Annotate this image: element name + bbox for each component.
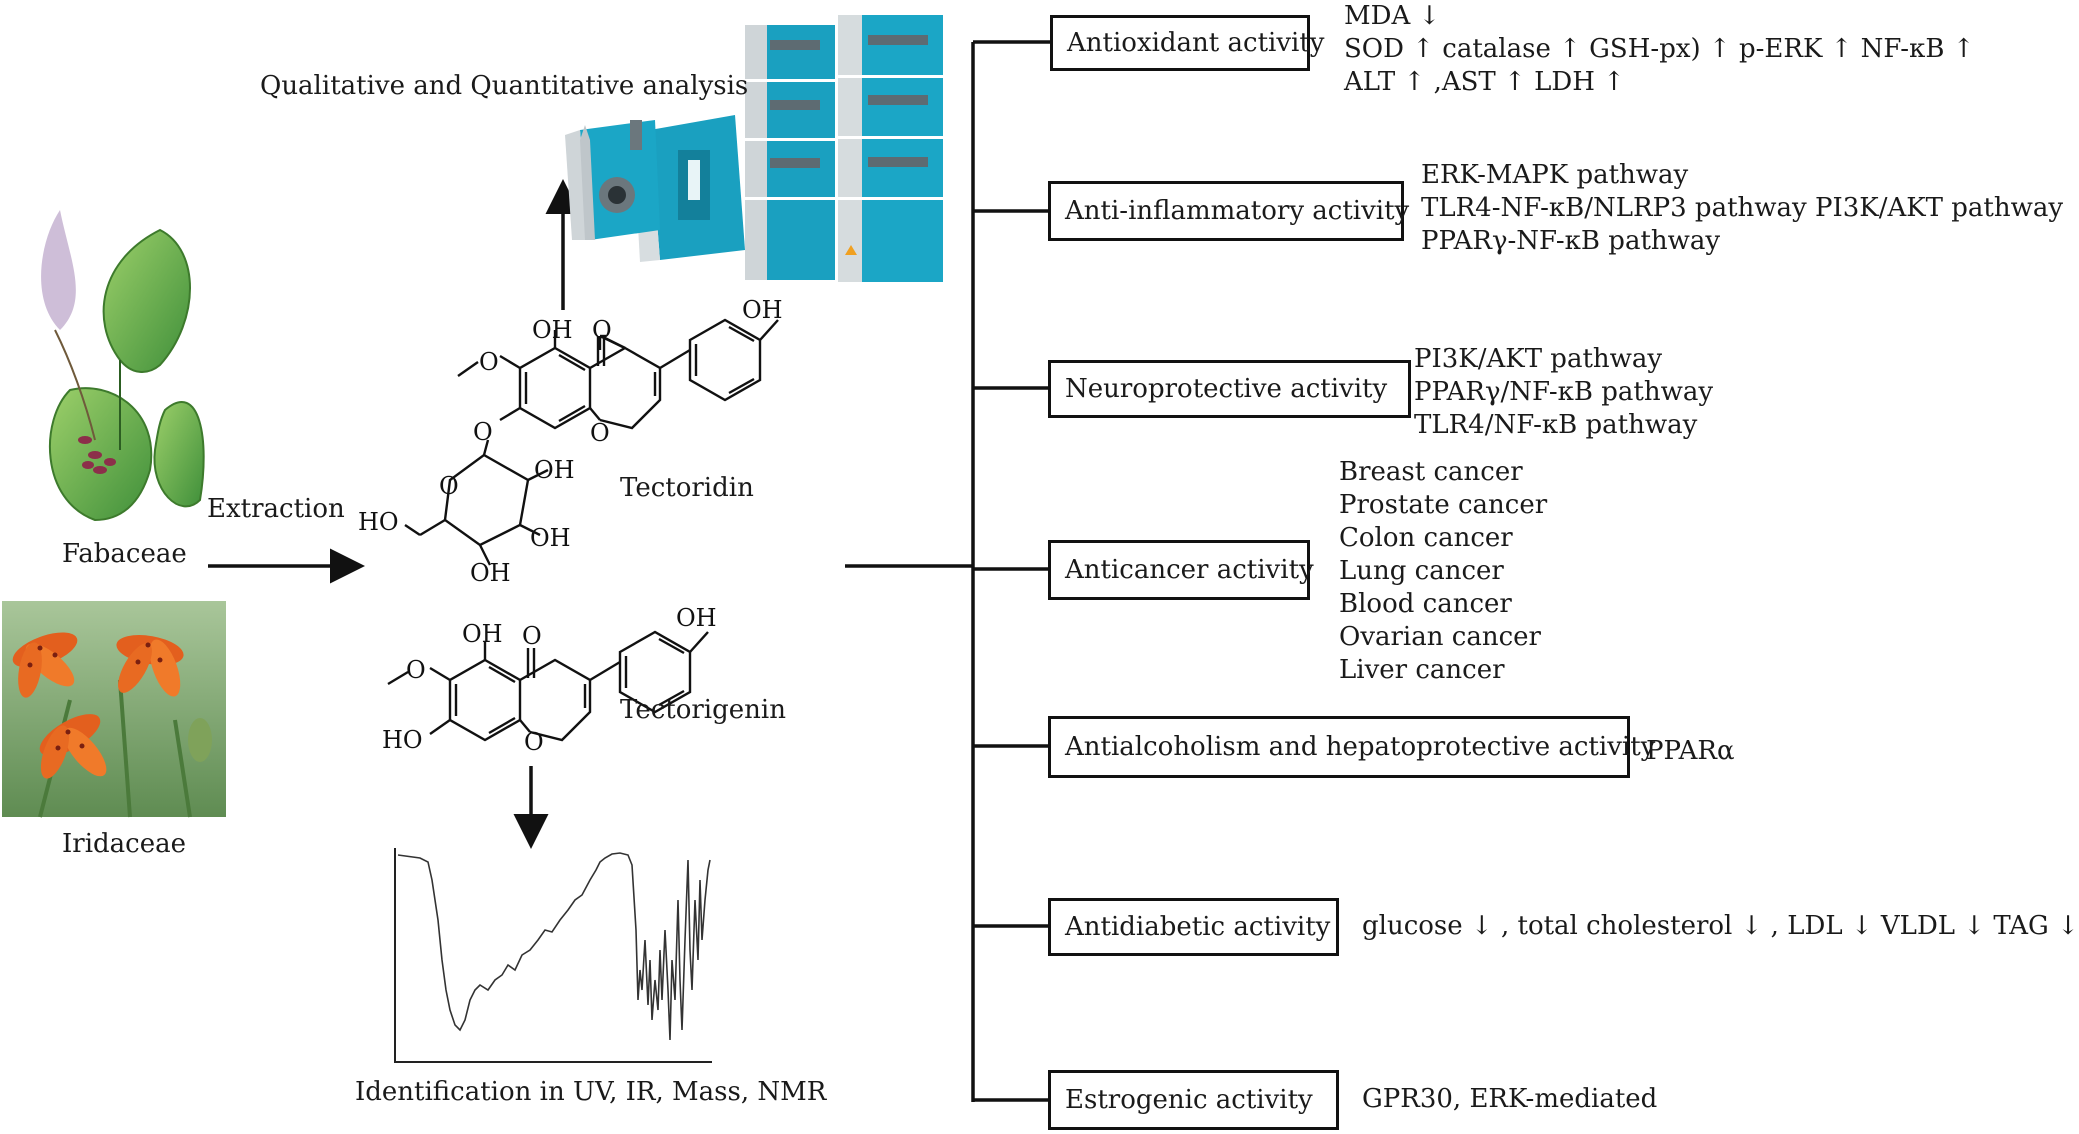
spectrum-axes — [394, 848, 712, 1063]
tectoridin-ring-o: O — [590, 419, 610, 447]
anticancer-line-1: Breast cancer — [1339, 457, 1523, 487]
antiinflammatory-details: ERK-MAPK pathway TLR4-NF-κB/NLRP3 pathwa… — [1421, 159, 2063, 258]
estrogenic-line-1: GPR30, ERK-mediated — [1362, 1084, 1658, 1114]
tectoridin-label: Tectoridin — [620, 473, 754, 503]
activity-box-antiinflammatory: Anti-inflammatory activity — [1048, 181, 1409, 241]
antidiabetic-line-1: glucose ↓ , total cholesterol ↓ , LDL ↓ … — [1362, 911, 2079, 941]
tectorigenin-oh-4prime: OH — [676, 604, 717, 632]
hplc-instrument-illustration — [565, 15, 943, 282]
tectorigenin-carbonyl-o: O — [522, 622, 542, 650]
glucose-ring-o: O — [439, 472, 459, 500]
glucose-oh-bottom: OH — [470, 559, 511, 587]
neuroprotective-line-1: PI3K/AKT pathway — [1414, 344, 1663, 374]
antioxidant-line-1: MDA ↓ — [1344, 1, 1441, 31]
antidiabetic-details: glucose ↓ , total cholesterol ↓ , LDL ↓ … — [1362, 910, 2079, 943]
glucose-oh-upper: OH — [534, 456, 575, 484]
anticancer-details: Breast cancer Prostate cancer Colon canc… — [1339, 456, 1547, 687]
identification-label: Identification in UV, IR, Mass, NMR — [355, 1077, 827, 1107]
activity-tree-connectors — [845, 40, 1051, 1102]
lily-flower-1 — [12, 632, 78, 698]
tectoridin-oh-5: OH — [532, 316, 573, 344]
diagram-canvas: OH O OH O O O O OH OH OH HO OH O OH O HO… — [2, 15, 1051, 1102]
lily-flower-3 — [39, 714, 107, 779]
iridaceae-plant-illustration — [2, 601, 226, 818]
spectrum-plot — [394, 848, 712, 1063]
tectorigenin-label: Tectorigenin — [620, 695, 786, 725]
anticancer-line-6: Ovarian cancer — [1339, 622, 1541, 652]
hplc-injector — [580, 125, 595, 240]
antiinflammatory-line-3: PPARγ-NF-κB pathway — [1421, 226, 1721, 256]
extraction-label: Extraction — [207, 494, 345, 524]
tectoridin-carbonyl-o: O — [592, 316, 612, 344]
tectoridin-structure — [404, 318, 779, 566]
fabaceae-label: Fabaceae — [62, 539, 187, 569]
tectorigenin-structure — [387, 630, 709, 742]
tectorigenin-methoxy-o: O — [406, 656, 426, 684]
hplc-stack-left — [745, 25, 835, 280]
anticancer-line-2: Prostate cancer — [1339, 490, 1548, 520]
anticancer-line-5: Blood cancer — [1339, 589, 1512, 619]
antioxidant-details: MDA ↓ SOD ↑ catalase ↑ GSH-px) ↑ p-ERK ↑… — [1344, 0, 1975, 99]
neuroprotective-line-2: PPARγ/NF-κB pathway — [1414, 377, 1714, 407]
anticancer-line-7: Liver cancer — [1339, 655, 1505, 685]
fabaceae-plant-illustration — [41, 210, 205, 522]
glucose-ho-left: HO — [358, 508, 399, 536]
antialcoholism-line-1: PPARα — [1646, 736, 1735, 766]
lily-flower-2 — [116, 635, 184, 697]
activity-box-estrogenic: Estrogenic activity — [1048, 1070, 1339, 1130]
antioxidant-line-3: ALT ↑ ,AST ↑ LDH ↑ — [1344, 67, 1625, 97]
hplc-autosampler — [565, 120, 660, 240]
tectoridin-glycosidic-o: O — [473, 418, 493, 446]
spectrum-trace — [397, 852, 711, 1041]
anticancer-line-4: Lung cancer — [1339, 556, 1504, 586]
activity-box-antialcoholism: Antialcoholism and hepatoprotective acti… — [1048, 716, 1655, 778]
neuroprotective-details: PI3K/AKT pathway PPARγ/NF-κB pathway TLR… — [1414, 343, 1713, 442]
antialcoholism-details: PPARα — [1646, 735, 1735, 768]
hplc-stack-right — [838, 15, 943, 282]
tectoridin-oh-4prime: OH — [742, 296, 783, 324]
antiinflammatory-line-1: ERK-MAPK pathway — [1421, 160, 1689, 190]
activity-box-antioxidant: Antioxidant activity — [1050, 15, 1325, 71]
glucose-oh-right: OH — [530, 524, 571, 552]
tectorigenin-oh-5: OH — [462, 620, 503, 648]
antioxidant-line-2: SOD ↑ catalase ↑ GSH-px) ↑ p-ERK ↑ NF-κB… — [1344, 34, 1975, 64]
atom-labels: OH O OH O O O O OH OH OH HO OH O OH O HO… — [358, 296, 783, 756]
antiinflammatory-line-2: TLR4-NF-κB/NLRP3 pathway PI3K/AKT pathwa… — [1421, 193, 2064, 223]
tectoridin-methoxy-o: O — [479, 348, 499, 376]
activity-box-antidiabetic: Antidiabetic activity — [1048, 898, 1339, 956]
tectorigenin-ho-7: HO — [382, 726, 423, 754]
activity-box-neuroprotective: Neuroprotective activity — [1048, 360, 1411, 418]
anticancer-line-3: Colon cancer — [1339, 523, 1513, 553]
activity-box-anticancer: Anticancer activity — [1048, 540, 1314, 600]
neuroprotective-line-3: TLR4/NF-κB pathway — [1414, 410, 1698, 440]
tectorigenin-ring-o: O — [524, 728, 544, 756]
estrogenic-details: GPR30, ERK-mediated — [1362, 1083, 1657, 1116]
analysis-label: Qualitative and Quantitative analysis — [260, 71, 749, 101]
iridaceae-label: Iridaceae — [62, 829, 186, 859]
